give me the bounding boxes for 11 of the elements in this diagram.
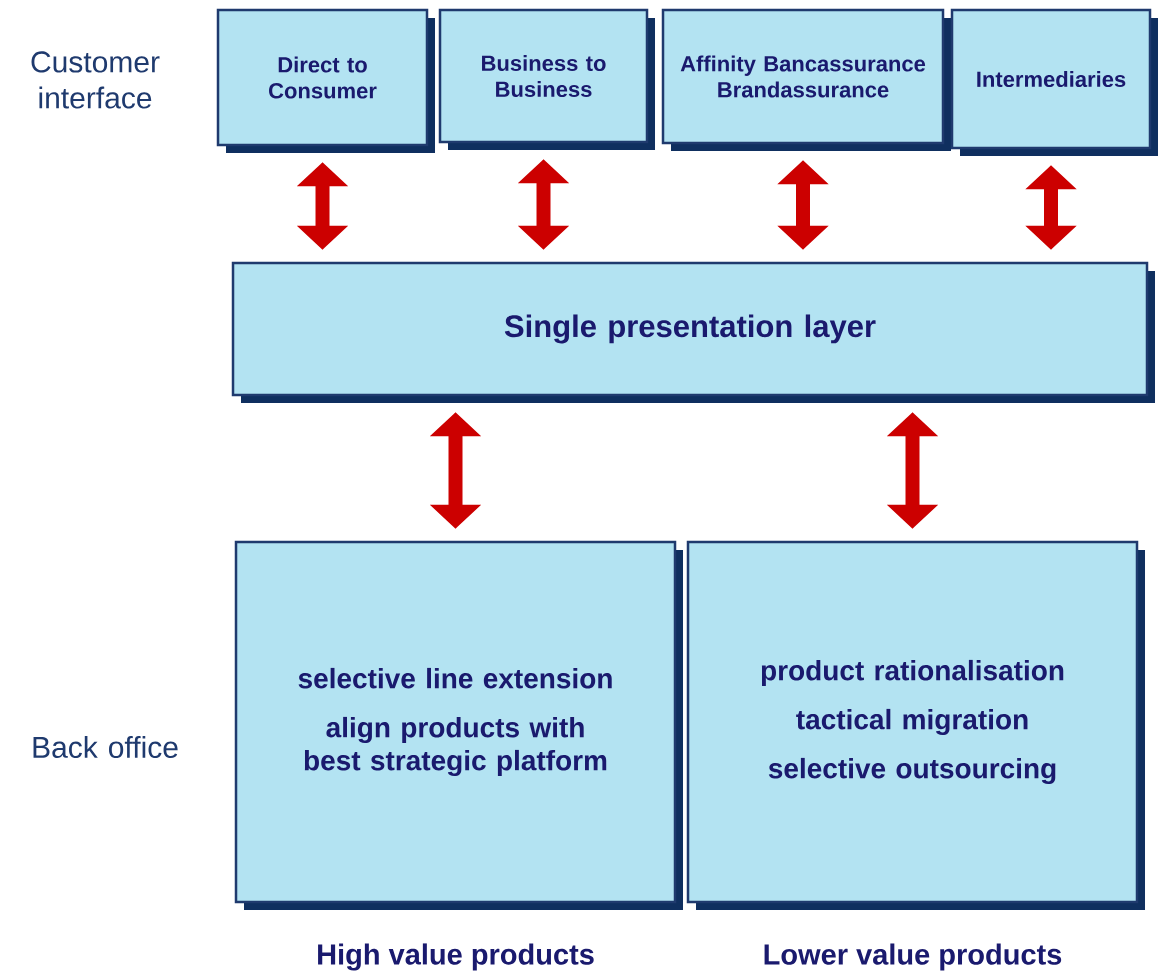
process-box: product rationalisation tactical migration selective outsourcing (686, 540, 1145, 910)
box-caption: Lower value products (764, 943, 1062, 971)
process-box: selective line extension align products with best strategic platform (234, 540, 683, 910)
process-box: Intermediaries (950, 8, 1158, 156)
process-box: Direct to Consumer (216, 8, 435, 153)
process-box: Affinity Bancassurance Brandassurance (661, 8, 951, 151)
process-box: Single presentation layer (231, 261, 1155, 403)
back-office-label: Back office (33, 736, 178, 758)
box-caption: High value products (318, 943, 594, 971)
customer-interface-label: Customer interface (31, 51, 160, 109)
process-box: Business to Business (438, 8, 655, 150)
